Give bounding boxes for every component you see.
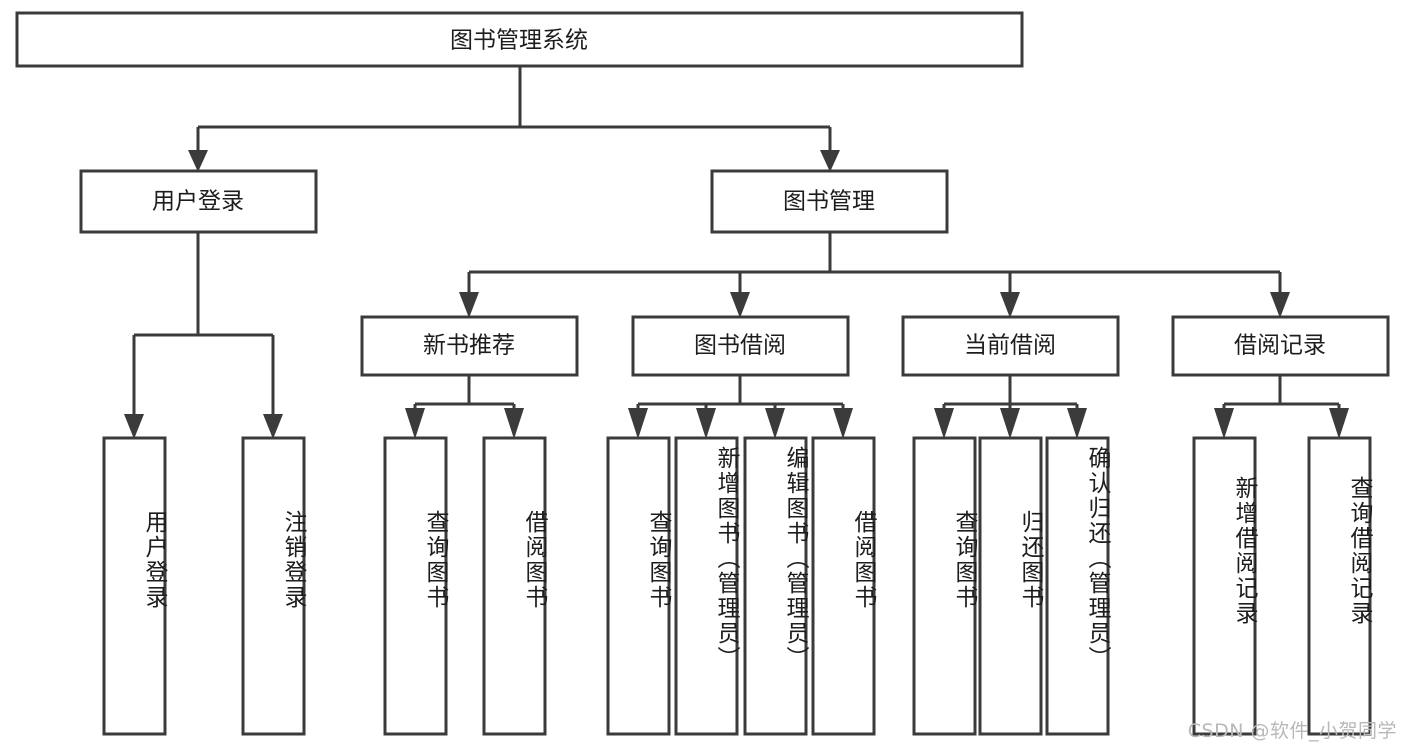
node-new-book-recommend[interactable]: 新书推荐 bbox=[360, 315, 579, 377]
arrow-to-leaf-borrow-book-2 bbox=[833, 408, 853, 439]
node-leaf-query-book-2-box[interactable] bbox=[606, 436, 671, 736]
node-leaf-edit-book-box[interactable] bbox=[743, 436, 808, 736]
node-new-book-recommend-label: 新书推荐 bbox=[423, 333, 515, 359]
arrow-to-user-login bbox=[188, 150, 208, 172]
arrow-to-leaf-query-book-3 bbox=[934, 408, 954, 439]
node-borrow-record-label: 借阅记录 bbox=[1234, 333, 1326, 359]
node-leaf-return-book-box[interactable] bbox=[978, 436, 1043, 736]
arrow-to-book-borrow bbox=[730, 292, 750, 318]
arrowheads-group bbox=[124, 150, 1349, 439]
arrow-to-leaf-return-book bbox=[1000, 408, 1020, 439]
node-leaf-query-book-1-box[interactable] bbox=[383, 436, 448, 736]
edge-user-login-trunk bbox=[132, 232, 275, 420]
arrow-to-leaf-query-book-2 bbox=[628, 408, 648, 439]
node-user-login-label: 用户登录 bbox=[152, 189, 244, 215]
leaf-boxes-group bbox=[102, 436, 1372, 736]
node-root-box[interactable] bbox=[15, 11, 1024, 68]
node-leaf-add-record-box[interactable] bbox=[1192, 436, 1257, 736]
edge-borrow-record-trunk bbox=[1222, 375, 1341, 420]
node-book-manage[interactable]: 图书管理 bbox=[710, 169, 949, 234]
node-leaf-add-book-box[interactable] bbox=[674, 436, 739, 736]
node-leaf-confirm-return-box[interactable] bbox=[1045, 436, 1110, 736]
node-leaf-borrow-book-1-box[interactable] bbox=[482, 436, 547, 736]
edge-book-manage-trunk bbox=[467, 232, 1282, 300]
node-current-borrow[interactable]: 当前借阅 bbox=[901, 315, 1120, 377]
node-root[interactable]: 图书管理系统 bbox=[15, 11, 1024, 68]
arrow-to-leaf-borrow-book-1 bbox=[504, 408, 524, 439]
node-leaf-query-record-box[interactable] bbox=[1307, 436, 1372, 736]
node-book-borrow[interactable]: 图书借阅 bbox=[631, 315, 850, 377]
arrow-to-leaf-edit-book bbox=[765, 408, 785, 439]
node-leaf-query-book-3-box[interactable] bbox=[912, 436, 977, 736]
edge-new-book-recommend-trunk bbox=[413, 375, 516, 420]
csdn-watermark: CSDN @软件_小贺同学 bbox=[1187, 720, 1397, 742]
arrow-to-leaf-add-record bbox=[1214, 408, 1234, 439]
node-leaf-user-login-box[interactable] bbox=[102, 436, 167, 736]
node-borrow-record[interactable]: 借阅记录 bbox=[1171, 315, 1390, 377]
node-root-label: 图书管理系统 bbox=[450, 28, 588, 54]
node-book-borrow-label: 图书借阅 bbox=[694, 333, 786, 359]
edge-book-borrow-trunk bbox=[636, 375, 845, 420]
arrow-to-leaf-add-book bbox=[696, 408, 716, 439]
arrow-to-borrow-record bbox=[1270, 292, 1290, 318]
arrow-to-current-borrow bbox=[1000, 292, 1020, 318]
node-book-borrow-box[interactable] bbox=[631, 315, 850, 377]
arrow-to-leaf-query-book-1 bbox=[405, 408, 425, 439]
node-user-login[interactable]: 用户登录 bbox=[79, 169, 318, 234]
node-new-book-recommend-box[interactable] bbox=[360, 315, 579, 377]
node-user-login-box[interactable] bbox=[79, 169, 318, 234]
node-leaf-borrow-book-2-box[interactable] bbox=[811, 436, 876, 736]
edge-root-trunk bbox=[196, 66, 832, 156]
node-book-manage-label: 图书管理 bbox=[783, 189, 875, 215]
edges-group bbox=[132, 66, 1341, 420]
arrow-to-leaf-user-login bbox=[124, 414, 144, 439]
node-borrow-record-box[interactable] bbox=[1171, 315, 1390, 377]
arrow-to-leaf-user-logout bbox=[263, 414, 283, 439]
node-leaf-user-logout-box[interactable] bbox=[241, 436, 306, 736]
arrow-to-leaf-confirm-return bbox=[1067, 408, 1087, 439]
arrow-to-book-manage bbox=[820, 150, 840, 172]
node-current-borrow-label: 当前借阅 bbox=[964, 333, 1056, 359]
arrow-to-leaf-query-record bbox=[1329, 408, 1349, 439]
arrow-to-new-book-recommend bbox=[459, 292, 479, 318]
node-current-borrow-box[interactable] bbox=[901, 315, 1120, 377]
node-book-manage-box[interactable] bbox=[710, 169, 949, 234]
